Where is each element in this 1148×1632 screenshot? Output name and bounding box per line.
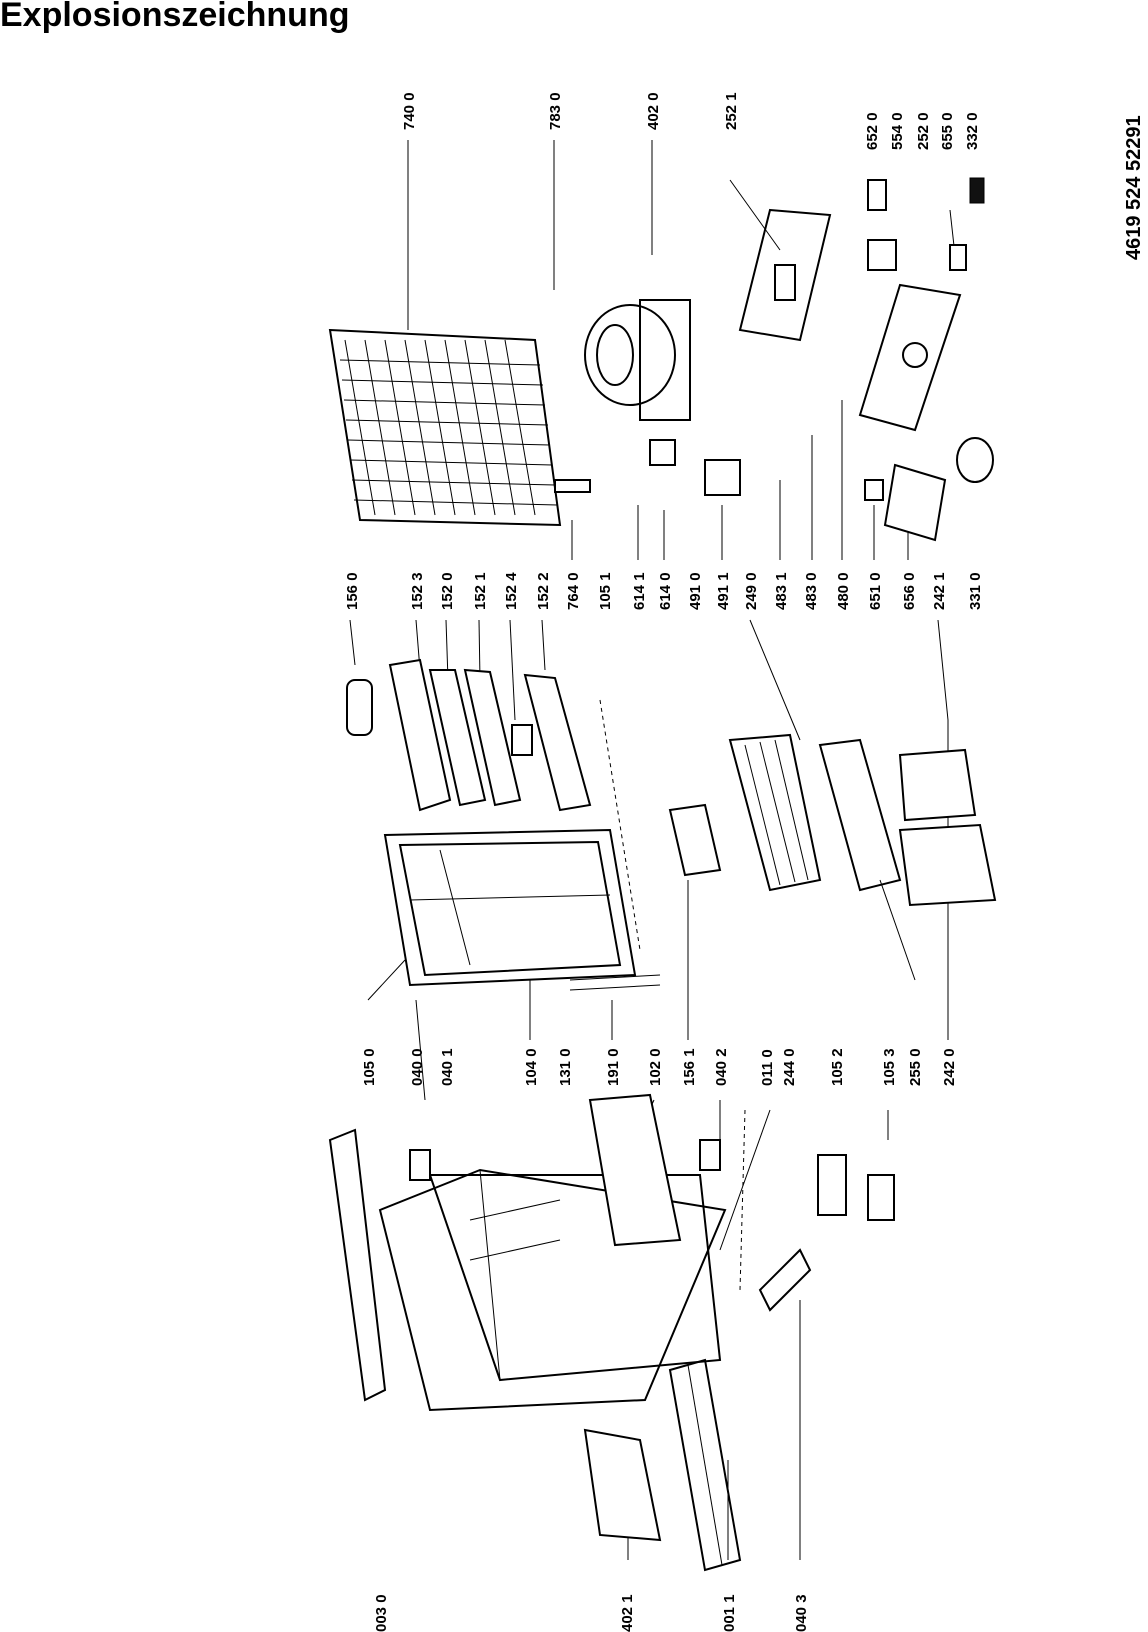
part-label-491-0: 491 0 bbox=[687, 572, 704, 610]
part-label-652-0: 652 0 bbox=[864, 112, 881, 150]
part-label-255-0: 255 0 bbox=[907, 1048, 924, 1086]
document-number: 4619 524 52291 bbox=[1123, 115, 1145, 260]
ice-tray bbox=[668, 803, 722, 877]
part-label-483-1: 483 1 bbox=[773, 572, 790, 610]
part-label-764-0: 764 0 bbox=[565, 572, 582, 610]
part-label-402-1: 402 1 bbox=[619, 1594, 636, 1632]
part-label-105-0: 105 0 bbox=[361, 1048, 378, 1086]
part-label-102-0: 102 0 bbox=[647, 1048, 664, 1086]
part-label-131-0: 131 0 bbox=[557, 1048, 574, 1086]
door-shelves bbox=[346, 658, 592, 812]
part-label-011-0: 011 0 bbox=[759, 1049, 776, 1086]
cabinet-body bbox=[378, 1093, 727, 1412]
part-label-001-1: 001 1 bbox=[721, 1594, 738, 1632]
part-label-040-1: 040 1 bbox=[439, 1048, 456, 1086]
page-title: Explosionszeichnung bbox=[0, 0, 350, 34]
crisper-drawers bbox=[898, 748, 997, 907]
part-label-740-0: 740 0 bbox=[401, 92, 418, 130]
part-label-614-0: 614 0 bbox=[657, 572, 674, 610]
part-label-105-1: 105 1 bbox=[597, 572, 614, 610]
part-label-783-0: 783 0 bbox=[547, 92, 564, 130]
part-label-152-1: 152 1 bbox=[472, 572, 489, 610]
part-label-252-1: 252 1 bbox=[723, 92, 740, 130]
base-parts bbox=[583, 1358, 742, 1572]
part-label-656-0: 656 0 bbox=[901, 572, 918, 610]
part-label-249-0: 249 0 bbox=[743, 572, 760, 610]
wire-shelf bbox=[728, 733, 822, 892]
part-label-156-0: 156 0 bbox=[344, 572, 361, 610]
top-strip bbox=[328, 1128, 387, 1402]
part-label-152-2: 152 2 bbox=[535, 572, 552, 610]
part-label-331-0: 331 0 bbox=[967, 572, 984, 610]
part-label-040-2: 040 2 bbox=[713, 1048, 730, 1086]
part-label-483-0: 483 0 bbox=[803, 572, 820, 610]
hinges bbox=[409, 1139, 812, 1312]
part-label-242-0: 242 0 bbox=[941, 1048, 958, 1086]
part-label-104-0: 104 0 bbox=[523, 1048, 540, 1086]
part-label-242-1: 242 1 bbox=[931, 572, 948, 610]
part-label-480-0: 480 0 bbox=[835, 572, 852, 610]
part-label-105-2: 105 2 bbox=[829, 1048, 846, 1086]
part-label-655-0: 655 0 bbox=[939, 112, 956, 150]
label-group-bottom-row: 003 0 402 1 001 1 040 3 bbox=[373, 1594, 810, 1632]
small-brackets bbox=[817, 1154, 895, 1221]
label-group-middle-row: 156 0 152 3 152 0 152 1 152 4 152 2 764 … bbox=[344, 572, 984, 610]
part-label-402-0: 402 0 bbox=[645, 92, 662, 130]
part-label-040-3: 040 3 bbox=[793, 1594, 810, 1632]
control-housing bbox=[858, 283, 962, 432]
small-components-right bbox=[554, 177, 994, 542]
cover-panel bbox=[738, 208, 832, 342]
condenser-tubes bbox=[339, 339, 558, 516]
part-label-252-0: 252 0 bbox=[915, 112, 932, 150]
part-label-105-3: 105 3 bbox=[881, 1048, 898, 1086]
part-label-244-0: 244 0 bbox=[781, 1048, 798, 1086]
part-label-191-0: 191 0 bbox=[605, 1048, 622, 1086]
part-label-003-0: 003 0 bbox=[373, 1594, 390, 1632]
condenser-coil bbox=[328, 328, 562, 527]
label-group-lower-row: 105 0 040 0 040 1 104 0 131 0 191 0 102 … bbox=[361, 1048, 958, 1086]
part-label-554-0: 554 0 bbox=[889, 112, 906, 150]
part-label-156-1: 156 1 bbox=[681, 1048, 698, 1086]
part-label-651-0: 651 0 bbox=[867, 572, 884, 610]
label-group-top-row: 740 0 783 0 402 0 252 1 652 0 554 0 252 … bbox=[401, 92, 981, 150]
door-frame bbox=[383, 828, 661, 991]
part-label-152-0: 152 0 bbox=[439, 572, 456, 610]
dashed-guides bbox=[599, 699, 746, 1291]
part-label-152-3: 152 3 bbox=[409, 572, 426, 610]
compressor bbox=[584, 299, 691, 421]
part-label-152-4: 152 4 bbox=[503, 572, 520, 610]
part-label-491-1: 491 1 bbox=[715, 572, 732, 610]
glass-shelf bbox=[818, 738, 902, 892]
part-label-332-0: 332 0 bbox=[964, 112, 981, 150]
part-label-040-0: 040 0 bbox=[409, 1048, 426, 1086]
part-label-614-1: 614 1 bbox=[631, 572, 648, 610]
